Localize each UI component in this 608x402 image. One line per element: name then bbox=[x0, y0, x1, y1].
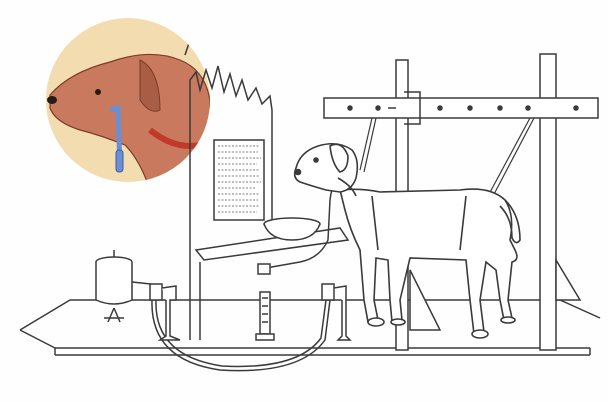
stopcock-icon bbox=[150, 264, 350, 340]
harness-ropes bbox=[360, 118, 534, 198]
recording-drum-icon bbox=[96, 250, 132, 322]
measuring-cylinder-icon bbox=[256, 292, 274, 340]
floor-platform bbox=[20, 300, 600, 355]
dog-head-inset-icon bbox=[46, 18, 210, 190]
